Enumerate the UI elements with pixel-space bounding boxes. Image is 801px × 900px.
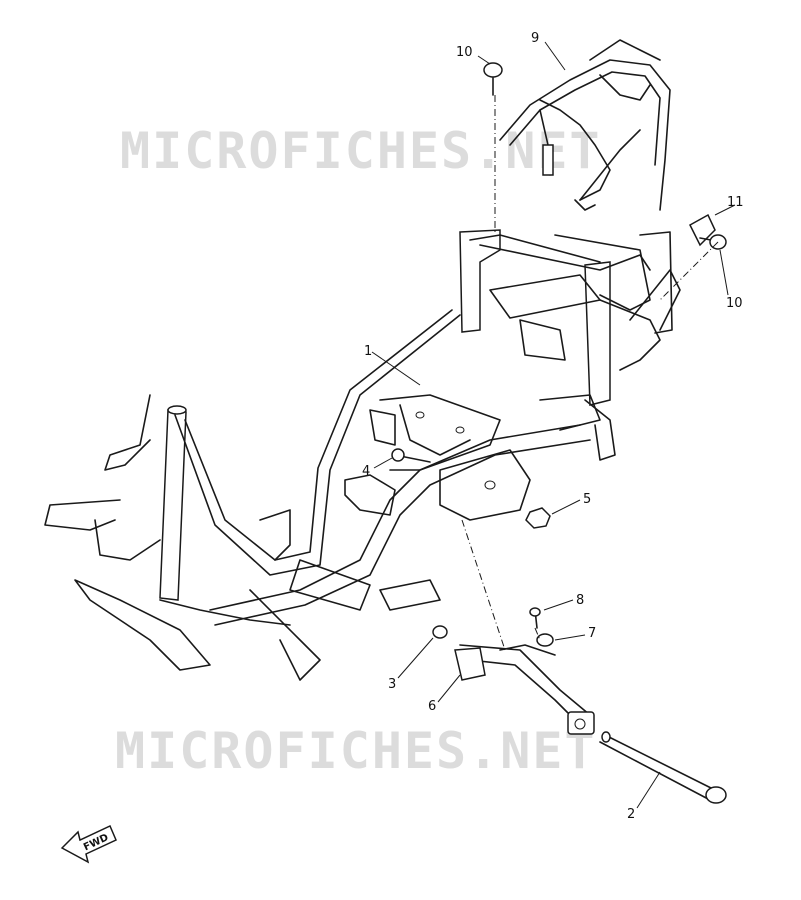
callouts: 10 9 11 10 1 4 5 8 7 3 6 2	[362, 31, 744, 822]
callout-2: 2	[627, 807, 635, 822]
watermark-top: MICROFICHES.NET	[120, 122, 602, 180]
callout-3: 3	[388, 677, 396, 692]
watermark-bottom: MICROFICHES.NET	[115, 722, 597, 780]
assembly-lines	[461, 95, 719, 651]
pivot-shaft	[599, 731, 727, 804]
carrier-rack	[499, 39, 671, 211]
fwd-arrow-icon: FWD	[60, 824, 117, 864]
callout-8: 8	[576, 593, 584, 608]
callout-6: 6	[428, 699, 436, 714]
hardware	[391, 62, 727, 647]
callout-9: 9	[531, 31, 539, 46]
callout-11: 11	[727, 195, 744, 210]
callout-5: 5	[583, 492, 591, 507]
main-frame	[44, 229, 681, 681]
callout-10-right: 10	[726, 296, 743, 311]
callout-4: 4	[362, 464, 370, 479]
callout-10-top: 10	[456, 45, 473, 60]
leader-lines	[371, 41, 736, 809]
center-stand	[454, 644, 595, 735]
callout-1: 1	[364, 344, 372, 359]
callout-7: 7	[588, 626, 596, 641]
